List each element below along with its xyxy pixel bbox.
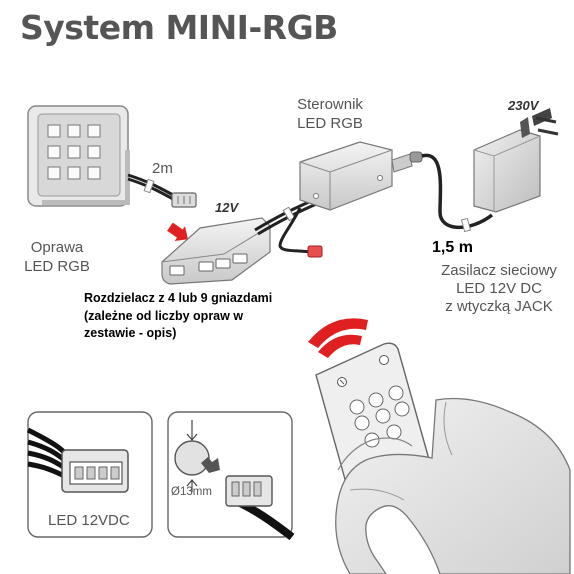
label-12v: 12V xyxy=(215,200,239,215)
label-splitter-line3: zestawie - opis) xyxy=(84,326,177,340)
connector-panel xyxy=(26,411,153,538)
signal-waves-icon xyxy=(308,318,368,358)
label-power-supply-line1: Zasilacz sieciowy xyxy=(441,262,557,279)
label-controller-line1: Sterownik xyxy=(297,96,363,113)
label-controller: Sterownik LED RGB xyxy=(280,95,380,133)
red-plug xyxy=(307,245,323,258)
label-splitter-description: Rozdzielacz z 4 lub 9 gniazdami (zależne… xyxy=(84,290,314,343)
controller-box xyxy=(299,141,423,211)
label-diameter: Ø13mm xyxy=(171,486,212,498)
splitter-box xyxy=(161,217,271,285)
diagram-title: System MINI-RGB xyxy=(20,8,338,47)
led-fixture xyxy=(27,105,130,207)
label-230v: 230V xyxy=(508,98,539,113)
label-connector: LED 12VDC xyxy=(48,512,130,529)
label-cable-1-5m: 1,5 m xyxy=(432,239,473,256)
label-splitter-line1: Rozdzielacz z 4 lub 9 gniazdami xyxy=(84,291,273,305)
label-controller-line2: LED RGB xyxy=(297,115,363,132)
label-fixture-line2: LED RGB xyxy=(24,258,90,275)
label-splitter-line2: (zależne od liczby opraw w xyxy=(84,308,244,323)
label-cable-2m: 2m xyxy=(152,160,173,177)
power-adapter xyxy=(473,108,559,213)
red-arrow-icon xyxy=(167,222,189,241)
label-fixture: Oprawa LED RGB xyxy=(14,238,100,276)
label-power-supply: Zasilacz sieciowy LED 12V DC z wtyczką J… xyxy=(436,262,562,316)
label-fixture-line1: Oprawa xyxy=(30,239,84,256)
hand xyxy=(335,397,571,574)
label-power-supply-line2: LED 12V DC xyxy=(456,280,542,297)
label-power-supply-line3: z wtyczką JACK xyxy=(445,298,553,315)
mounting-panel xyxy=(167,411,295,541)
